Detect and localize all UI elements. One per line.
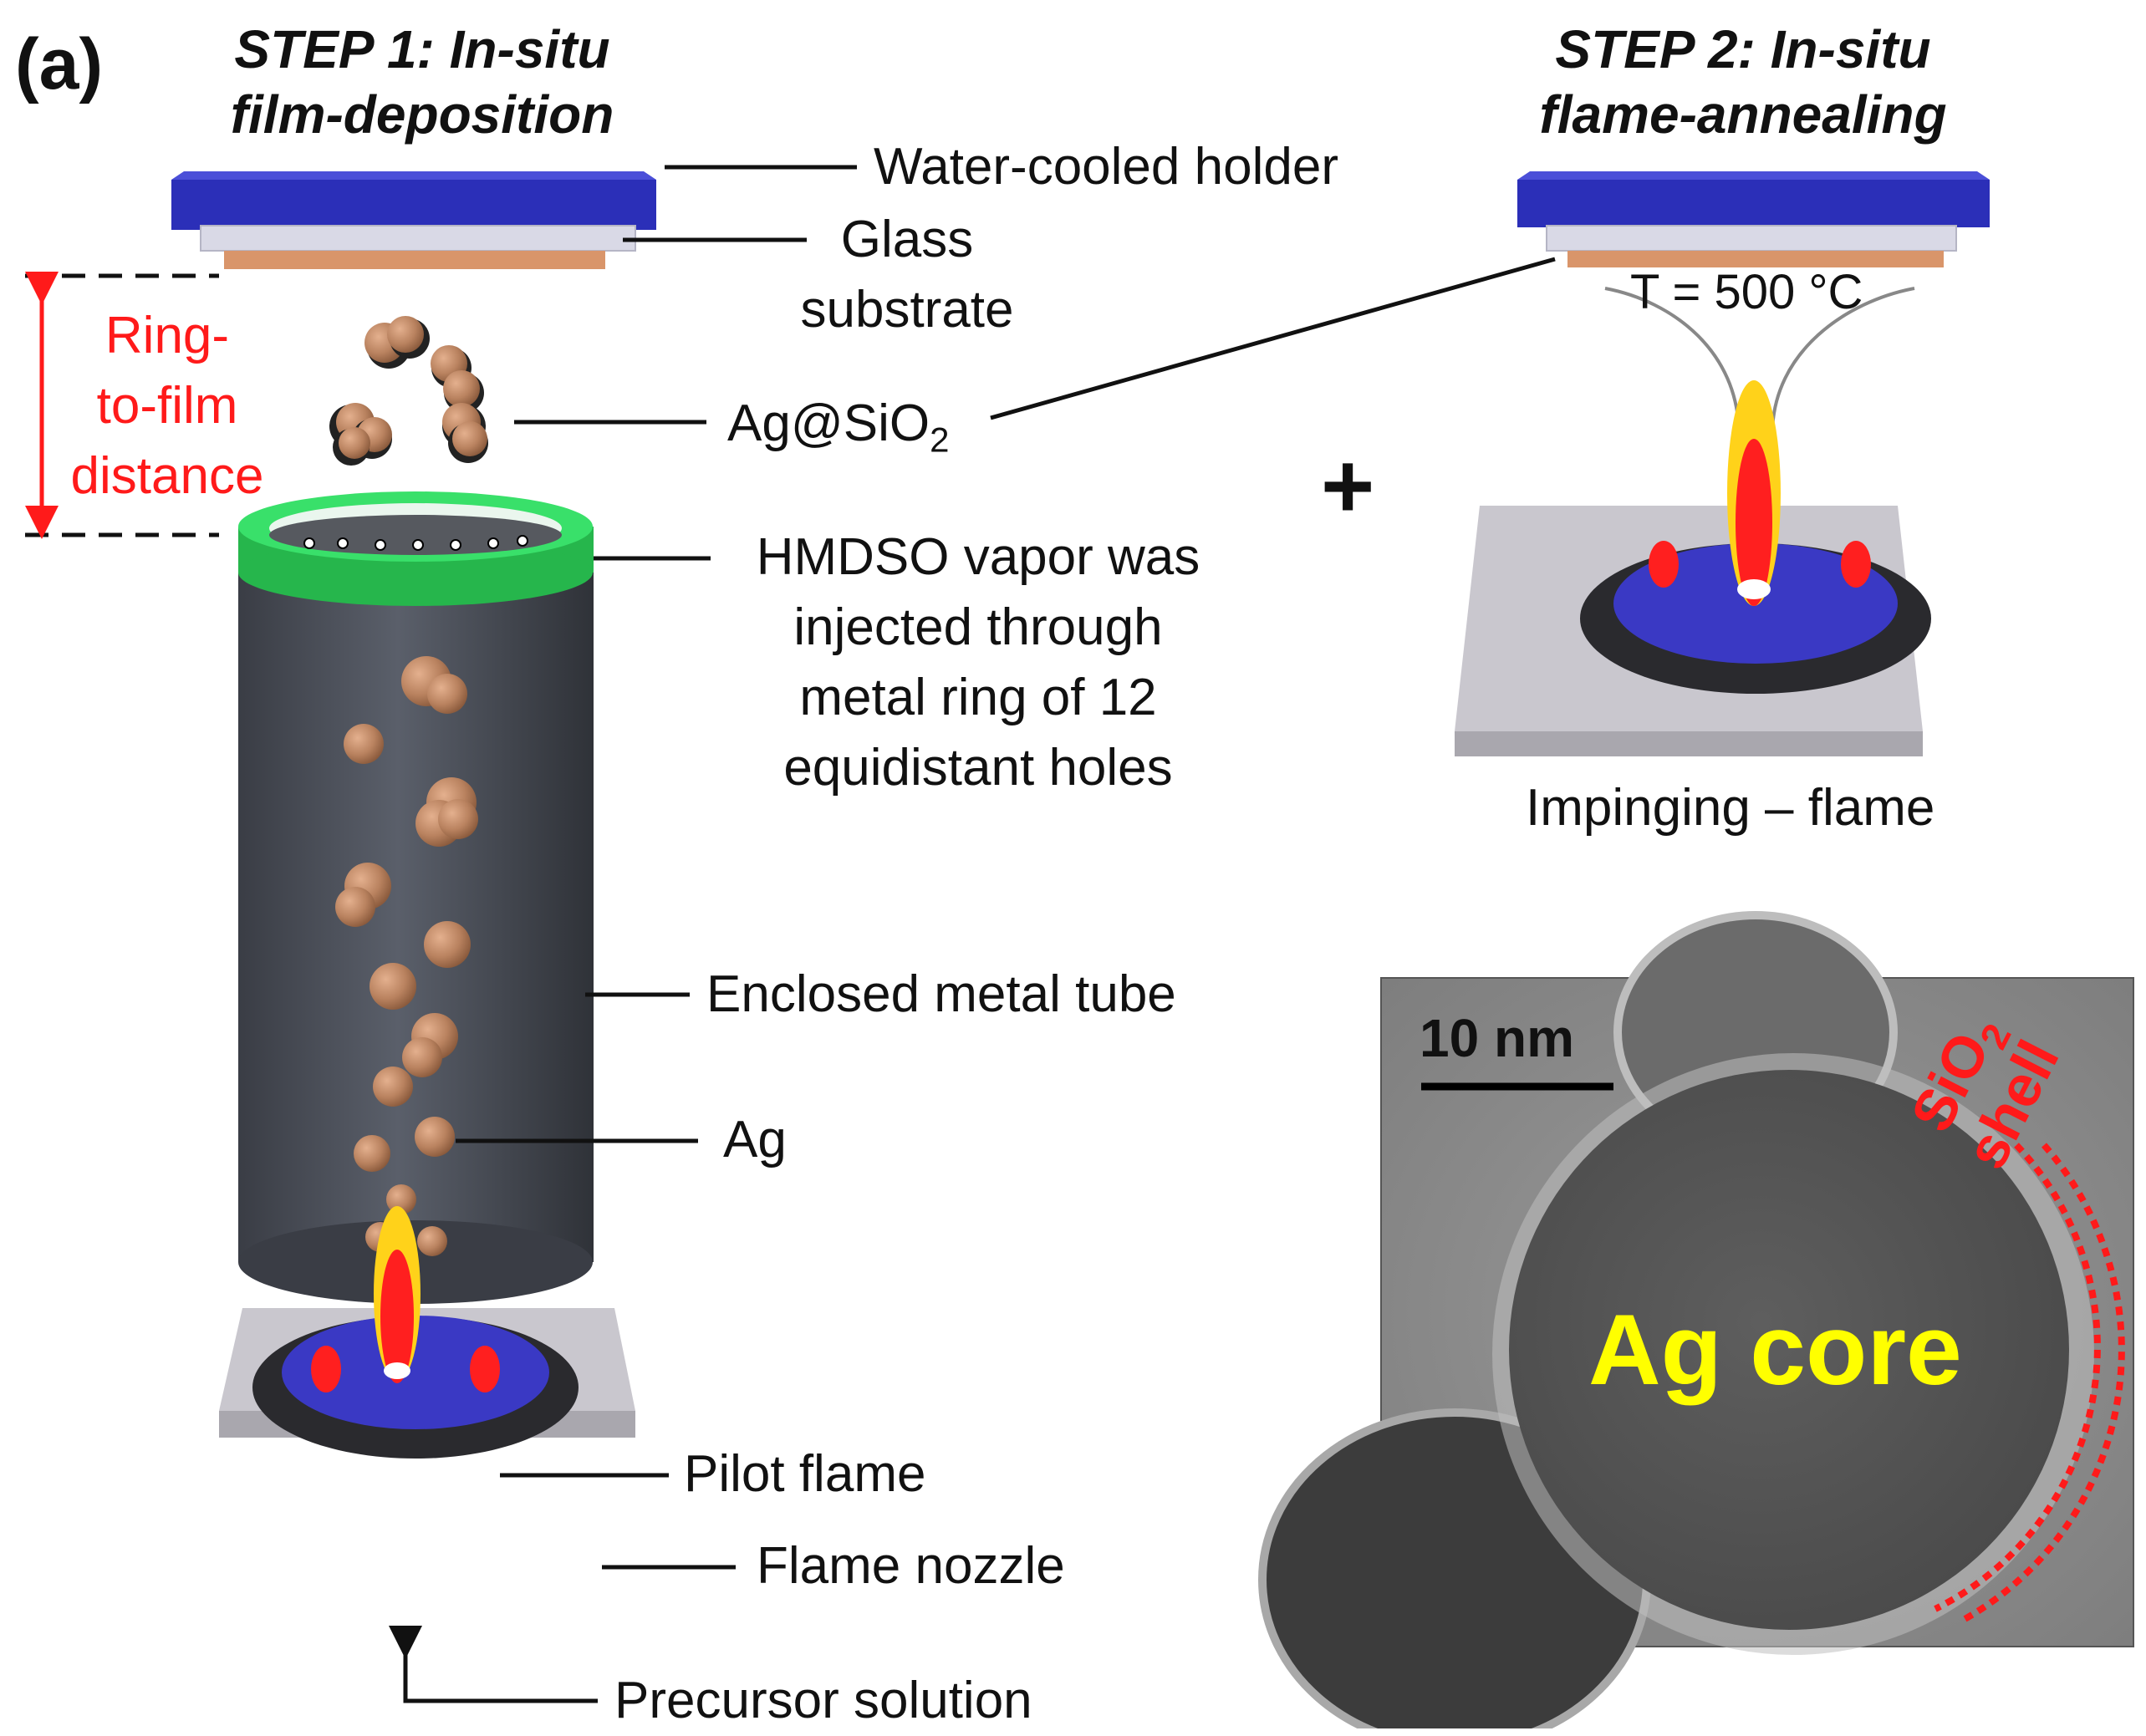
step1-holder-assembly: [171, 171, 656, 269]
film-layer: [224, 251, 605, 269]
step1-flame-nozzle: [219, 1206, 635, 1459]
glass-substrate-label: Glass substrate: [786, 205, 1028, 345]
ag-label: Ag: [723, 1111, 787, 1168]
flame-nozzle-label: Flame nozzle: [757, 1537, 1065, 1595]
ag-sio2-subscript: 2: [930, 420, 950, 460]
ag-sio2-particles: [329, 316, 488, 466]
pilot-flame-label: Pilot flame: [684, 1445, 926, 1503]
hmdso-label: HMDSO vapor was injected through metal r…: [727, 522, 1229, 803]
step2-title: STEP 2: In-situ flame-annealing: [1492, 17, 1994, 147]
step2-flame-nozzle: [1455, 380, 1931, 756]
scale-bar-label: 10 nm: [1420, 1008, 1574, 1068]
panel-label: (a): [15, 24, 104, 104]
plus-sign: +: [1321, 435, 1375, 537]
ring-to-film-distance-marker: [25, 272, 219, 539]
ag-sio2-label: Ag@SiO2: [727, 389, 950, 475]
ag-particles-in-tube: [335, 656, 478, 1294]
ring-to-film-distance-label: Ring- to-film distance: [59, 301, 276, 512]
distance-line1: Ring-: [104, 307, 230, 364]
impinging-flame-label: Impinging – flame: [1526, 779, 1935, 837]
step2-title-line2: flame-annealing: [1539, 84, 1947, 145]
glass-substrate: [200, 225, 636, 252]
ag-sio2-text: Ag@SiO: [727, 395, 930, 452]
hmdso-line1: HMDSO vapor was: [756, 528, 1200, 586]
ag-core-label: Ag core: [1588, 1294, 1962, 1406]
enclosed-tube-label: Enclosed metal tube: [706, 965, 1176, 1023]
hmdso-line4: equidistant holes: [783, 739, 1173, 797]
tem-image: [1258, 911, 2134, 1736]
leader-lines: [389, 165, 1556, 1703]
enclosed-metal-tube: [238, 491, 594, 1304]
precursor-label: Precursor solution: [614, 1672, 1032, 1729]
step2-holder-assembly: [1517, 171, 1990, 435]
glass-label-line1: Glass: [840, 211, 974, 268]
distance-line2: to-film: [96, 377, 238, 435]
step1-title: STEP 1: In-situ film-deposition: [171, 17, 673, 147]
glass-label-line2: substrate: [800, 281, 1014, 339]
step2-title-line1: STEP 2: In-situ: [1555, 19, 1931, 79]
temperature-label: T = 500 °C: [1630, 265, 1863, 319]
hmdso-line2: injected through: [793, 598, 1163, 656]
water-cooled-holder: [171, 180, 656, 230]
distance-line3: distance: [70, 447, 264, 505]
hmdso-line3: metal ring of 12: [799, 669, 1157, 726]
step1-title-line2: film-deposition: [230, 84, 614, 145]
water-cooled-holder-label: Water-cooled holder: [874, 138, 1338, 196]
step1-title-line1: STEP 1: In-situ: [234, 19, 610, 79]
